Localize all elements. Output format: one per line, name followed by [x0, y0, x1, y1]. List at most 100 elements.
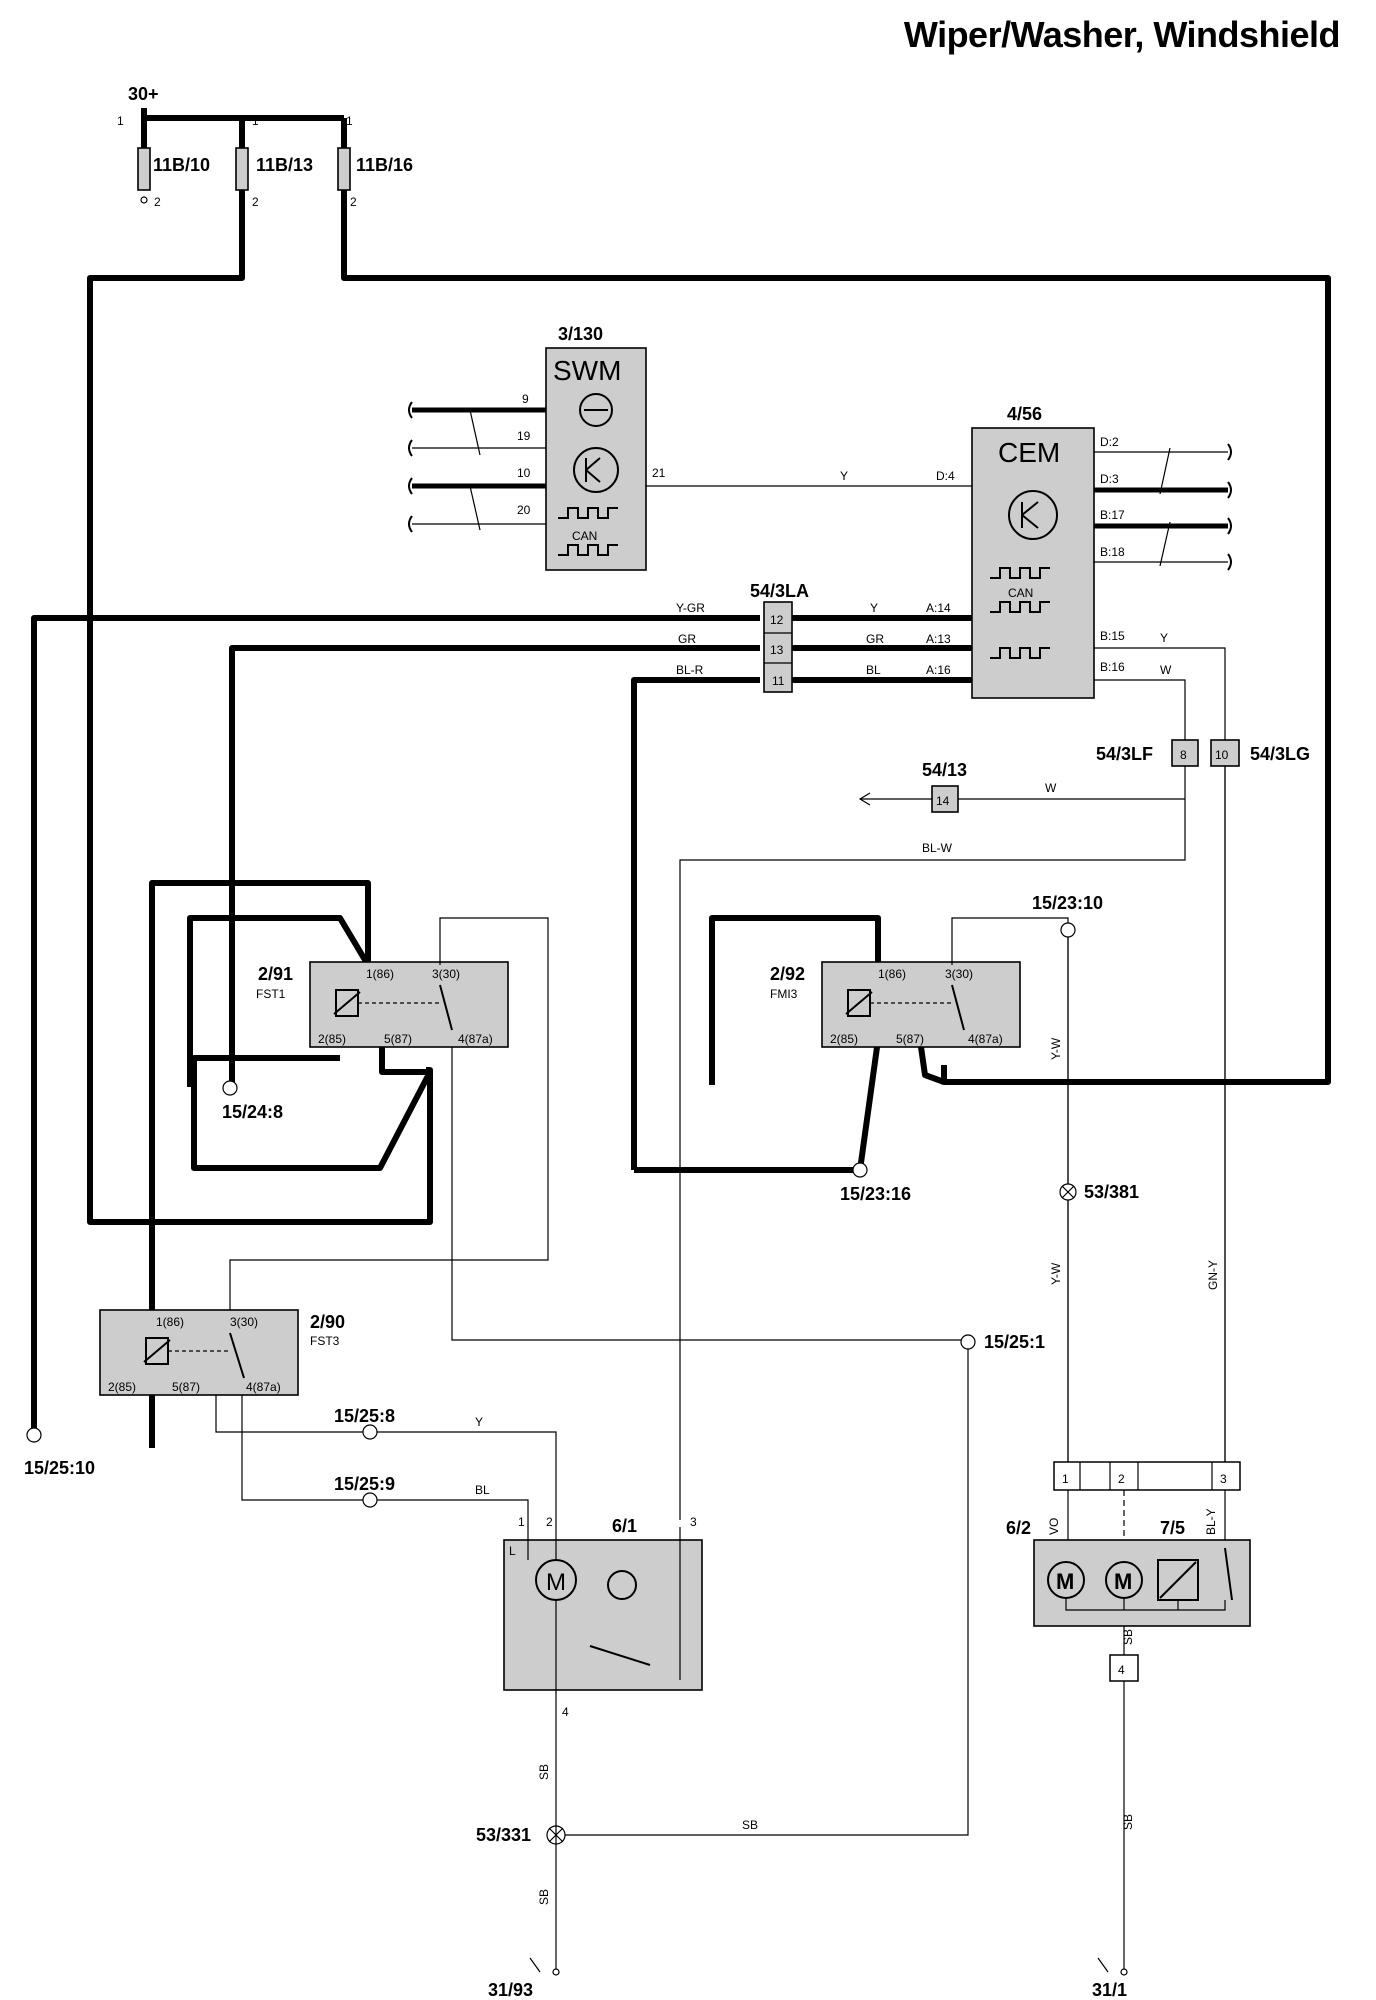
svg-text:5(87): 5(87) — [172, 1380, 200, 1394]
svg-text:10: 10 — [1215, 748, 1229, 762]
svg-text:BL: BL — [866, 663, 881, 677]
connector-54-3la: 54/3LA 12 13 11 — [750, 581, 809, 693]
svg-text:D:2: D:2 — [1100, 435, 1119, 449]
svg-text:D:3: D:3 — [1100, 472, 1119, 486]
node-15-24-8: 15/24:8 — [222, 1080, 283, 1122]
svg-text:21: 21 — [652, 466, 666, 480]
svg-text:20: 20 — [517, 503, 531, 517]
svg-text:15/25:1: 15/25:1 — [984, 1332, 1045, 1352]
connector-54-3lf: 8 54/3LF — [1096, 739, 1199, 767]
svg-text:9: 9 — [522, 392, 529, 406]
svg-text:14: 14 — [936, 794, 950, 808]
svg-text:GN-Y: GN-Y — [1206, 1260, 1220, 1290]
svg-text:Y-W: Y-W — [1049, 1262, 1063, 1285]
svg-text:B:18: B:18 — [1100, 545, 1125, 559]
svg-text:1: 1 — [346, 114, 353, 128]
svg-text:SB: SB — [1121, 1814, 1135, 1830]
svg-text:53/381: 53/381 — [1084, 1182, 1139, 1202]
svg-text:1(86): 1(86) — [156, 1315, 184, 1329]
svg-text:11B/13: 11B/13 — [256, 155, 313, 175]
svg-text:19: 19 — [517, 429, 531, 443]
svg-text:3(30): 3(30) — [230, 1315, 258, 1329]
fuse-11b-13: 1 11B/13 2 — [235, 114, 313, 209]
svg-text:VO: VO — [1047, 1518, 1061, 1535]
svg-text:31/1: 31/1 — [1092, 1980, 1127, 2000]
svg-text:54/3LG: 54/3LG — [1250, 744, 1310, 764]
node-15-25-1: 15/25:1 — [960, 1332, 1045, 1352]
supply-label: 30+ — [128, 84, 159, 104]
svg-text:15/24:8: 15/24:8 — [222, 1102, 283, 1122]
svg-text:GR: GR — [678, 632, 696, 646]
svg-text:1(86): 1(86) — [878, 967, 906, 981]
svg-text:M: M — [1114, 1569, 1132, 1594]
node-15-25-10: 15/25:10 — [24, 1427, 95, 1478]
connector-54-3lg: 10 54/3LG — [1210, 739, 1310, 767]
svg-text:1: 1 — [117, 114, 124, 128]
relay-2-90: 2/90 FST3 1(86) 3(30) 2(85) 5(87) 4(87a) — [99, 1309, 345, 1396]
svg-text:B:16: B:16 — [1100, 660, 1125, 674]
svg-text:1: 1 — [1062, 1472, 1069, 1486]
node-53-331: 53/331 — [476, 1825, 566, 1845]
svg-text:BL-R: BL-R — [676, 663, 704, 677]
svg-text:15/23:16: 15/23:16 — [840, 1184, 911, 1204]
ground-31-1: 31/1 — [1092, 1957, 1128, 2000]
svg-text:1: 1 — [518, 1515, 525, 1529]
svg-text:54/3LF: 54/3LF — [1096, 744, 1153, 764]
node-53-381: 53/381 — [1059, 1182, 1139, 1202]
svg-text:2(85): 2(85) — [108, 1380, 136, 1394]
svg-text:M: M — [546, 1569, 566, 1596]
node-15-25-8: 15/25:8 — [334, 1406, 395, 1440]
connector-54-13: 14 54/13 W — [858, 760, 1185, 813]
svg-text:Y-W: Y-W — [1049, 1037, 1063, 1060]
ground-31-93: 31/93 — [488, 1957, 560, 2000]
supply-wires — [31, 108, 1331, 1448]
svg-text:2/91: 2/91 — [258, 964, 293, 984]
svg-text:BL: BL — [475, 1483, 490, 1497]
svg-text:4(87a): 4(87a) — [458, 1032, 493, 1046]
svg-text:54/13: 54/13 — [922, 760, 967, 780]
svg-text:BL-W: BL-W — [922, 841, 953, 855]
node-15-23-10: 15/23:10 — [1032, 893, 1103, 938]
svg-text:GR: GR — [866, 632, 884, 646]
svg-text:FMI3: FMI3 — [770, 987, 798, 1001]
svg-text:W: W — [1045, 781, 1057, 795]
wiper-motor-6-1: 6/1 1 2 3 4 L M — [503, 1515, 703, 1719]
svg-text:Y: Y — [1160, 631, 1168, 645]
svg-text:2(85): 2(85) — [318, 1032, 346, 1046]
svg-text:3: 3 — [690, 1515, 697, 1529]
svg-text:15/25:10: 15/25:10 — [24, 1458, 95, 1478]
svg-text:SB: SB — [1121, 1629, 1135, 1645]
svg-text:Y: Y — [475, 1415, 483, 1429]
svg-text:3(30): 3(30) — [945, 967, 973, 981]
svg-text:11B/10: 11B/10 — [153, 155, 210, 175]
svg-text:3(30): 3(30) — [432, 967, 460, 981]
svg-text:CAN: CAN — [1008, 586, 1033, 600]
relay-2-91: 2/91 FST1 1(86) 3(30) 2(85) 5(87) 4(87a) — [256, 961, 509, 1048]
svg-text:2/92: 2/92 — [770, 964, 805, 984]
svg-text:4(87a): 4(87a) — [246, 1380, 281, 1394]
svg-text:5(87): 5(87) — [384, 1032, 412, 1046]
svg-text:5(87): 5(87) — [896, 1032, 924, 1046]
svg-text:6/1: 6/1 — [612, 1516, 637, 1536]
svg-text:SB: SB — [537, 1889, 551, 1905]
svg-text:53/331: 53/331 — [476, 1825, 531, 1845]
svg-text:CAN: CAN — [572, 529, 597, 543]
fuse-11b-16: 1 11B/16 2 — [337, 114, 413, 209]
svg-text:FST1: FST1 — [256, 987, 286, 1001]
svg-text:15/25:9: 15/25:9 — [334, 1474, 395, 1494]
svg-text:4: 4 — [1118, 1663, 1125, 1677]
pump-connector: 1 2 3 — [1053, 1461, 1241, 1491]
svg-text:8: 8 — [1180, 748, 1187, 762]
svg-text:1: 1 — [252, 114, 259, 128]
svg-text:11B/16: 11B/16 — [356, 155, 413, 175]
svg-text:L: L — [509, 1544, 516, 1558]
svg-text:10: 10 — [517, 466, 531, 480]
svg-text:13: 13 — [770, 643, 784, 657]
svg-text:Y: Y — [840, 469, 848, 483]
node-15-23-16: 15/23:16 — [840, 1162, 911, 1204]
relay-2-92: 2/92 FMI3 1(86) 3(30) 2(85) 5(87) 4(87a) — [770, 961, 1021, 1048]
svg-text:31/93: 31/93 — [488, 1980, 533, 2000]
svg-text:4/56: 4/56 — [1007, 404, 1042, 424]
svg-text:2: 2 — [154, 195, 161, 209]
washer-pump-6-2: 6/2 7/5 M M — [1006, 1518, 1251, 1627]
